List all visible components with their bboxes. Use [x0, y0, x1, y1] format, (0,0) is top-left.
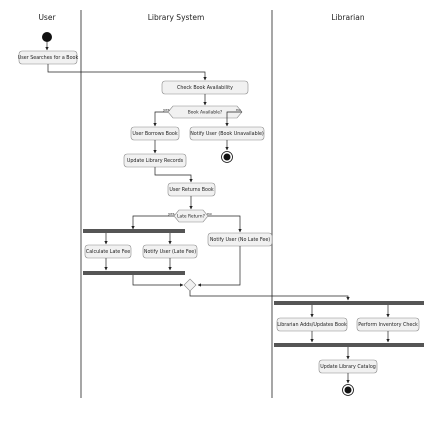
edge-no-fee-to-merge — [197, 246, 241, 287]
action-update-catalog-label: Update Library Catalog — [320, 364, 376, 370]
action-calculate-late-fee — [84, 244, 132, 259]
action-inventory-check-label: Perform Inventory Check — [358, 322, 418, 328]
action-calculate-late-fee-label: Calculate Late Fee — [86, 249, 130, 255]
edge-yes-to-fork — [131, 215, 174, 230]
guard-no-late: no — [207, 211, 212, 216]
edge-no-to-notify-unavailable — [225, 111, 242, 127]
action-user-borrows-label: User Borrows Book — [132, 131, 177, 137]
edge-search-to-check — [47, 64, 207, 81]
action-user-searches-label: User Searches for a Book — [18, 55, 79, 61]
decision-book-available-label: Book Available? — [188, 110, 223, 116]
action-user-returns — [167, 182, 216, 197]
fork-bar-late-fee — [83, 229, 185, 233]
action-notify-late-fee-label: Notify User (Late Fee) — [144, 249, 196, 255]
guard-no-available: no — [236, 107, 241, 112]
start-node — [42, 32, 52, 42]
action-notify-unavailable-label: Notify User (Book Unavailable) — [190, 131, 264, 137]
action-notify-no-late-fee-label: Notify User (No Late Fee) — [210, 237, 270, 243]
guard-yes-available: yes — [163, 107, 170, 112]
edge-no-to-notify-no-fee — [208, 215, 242, 233]
lane-title-librarian: Librarian — [331, 13, 364, 22]
lane-title-library-system: Library System — [148, 13, 205, 22]
merge-diamond — [183, 278, 197, 292]
edge-join-to-merge — [132, 275, 184, 287]
action-update-records-label: Update Library Records — [127, 158, 184, 164]
edge-update-to-returns — [154, 167, 193, 183]
lane-title-user: User — [38, 13, 56, 22]
action-librarian-adds-updates-label: Librarian Adds/Updates Book — [277, 322, 347, 328]
edge-yes-to-borrows — [153, 111, 168, 127]
edge-merge-to-librarian-fork — [189, 291, 350, 301]
join-bar-late-fee — [83, 271, 185, 275]
decision-late-return-label: Late Return? — [177, 214, 206, 220]
action-check-availability-label: Check Book Availability — [177, 85, 233, 91]
fork-bar-librarian — [274, 301, 424, 305]
action-user-returns-label: User Returns Book — [169, 187, 214, 193]
end-node-unavailable-core — [223, 153, 231, 161]
end-node-final-core — [344, 386, 352, 394]
join-bar-librarian — [274, 343, 424, 347]
guard-yes-late: yes — [168, 211, 175, 216]
